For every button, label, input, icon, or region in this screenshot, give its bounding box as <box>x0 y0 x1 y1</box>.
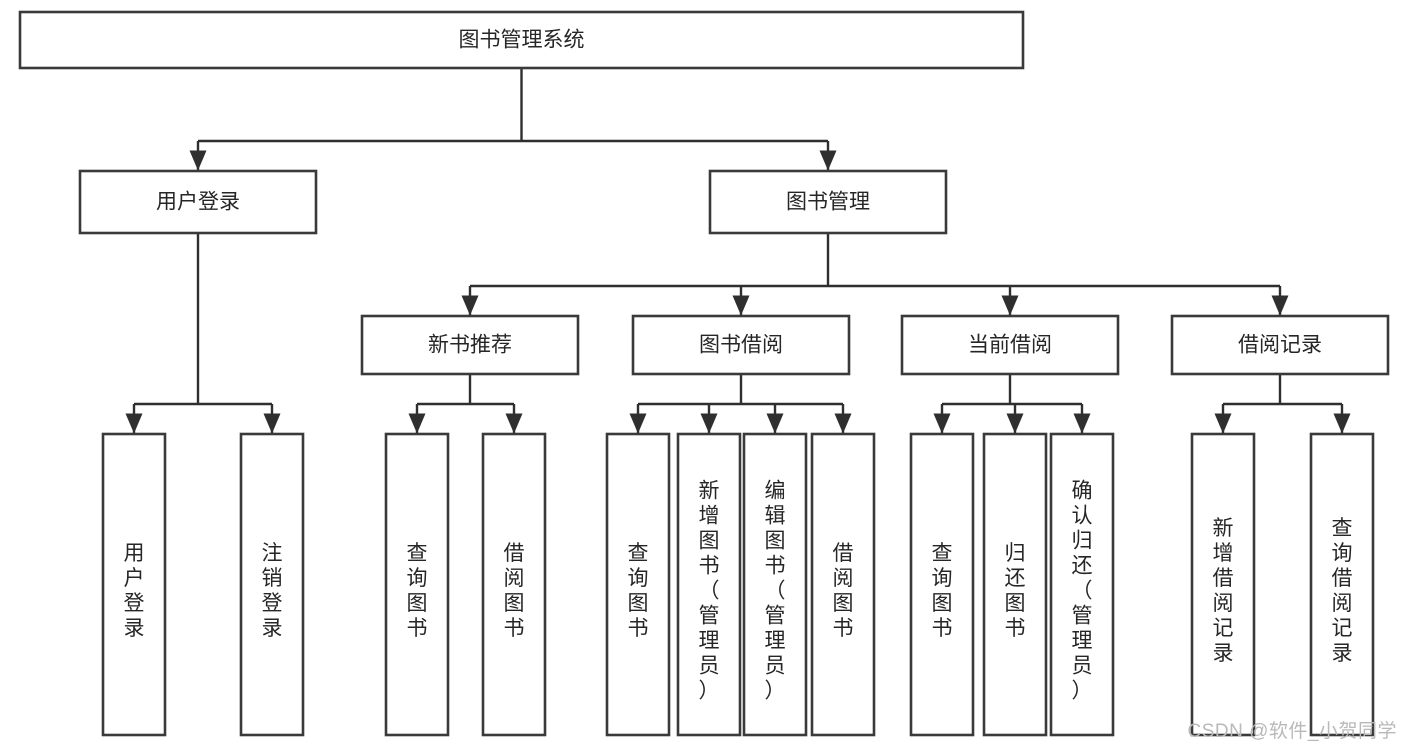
node-l3-new-1[interactable]: 查询图书 <box>384 432 450 737</box>
node-l3-cur-2[interactable]: 归还图书 <box>982 432 1048 737</box>
node-box[interactable] <box>481 432 547 737</box>
node-root[interactable]: 图书管理系统 <box>18 10 1025 70</box>
node-l3-new-2[interactable]: 借阅图书 <box>481 432 547 737</box>
arrow-head-icon <box>1073 413 1091 434</box>
node-l1-book[interactable]: 图书管理 <box>708 169 948 235</box>
node-l3-borrow-3[interactable]: 编辑图书（管理员） <box>742 432 808 737</box>
node-label: 用户登录 <box>124 542 145 640</box>
node-box[interactable] <box>742 432 808 737</box>
connector-group <box>408 374 523 434</box>
arrow-head-icon <box>125 413 143 434</box>
arrow-head-icon <box>1333 413 1351 434</box>
node-layer: 图书管理系统用户登录图书管理新书推荐图书借阅当前借阅借阅记录用户登录注销登录查询… <box>18 10 1390 737</box>
arrow-head-icon <box>189 150 207 171</box>
node-box[interactable] <box>360 314 580 376</box>
node-label: 当前借阅 <box>968 334 1052 357</box>
node-box[interactable] <box>78 169 318 235</box>
connector-group <box>189 68 837 171</box>
node-box[interactable] <box>1309 432 1375 737</box>
node-l3-login-1[interactable]: 用户登录 <box>101 432 167 737</box>
connector-group <box>1214 374 1351 434</box>
node-label: 新增图书（管理员） <box>699 479 720 702</box>
arrow-head-icon <box>505 413 523 434</box>
node-l3-rec-1[interactable]: 新增借阅记录 <box>1190 432 1256 737</box>
node-label: 用户登录 <box>156 191 240 214</box>
node-l2-record[interactable]: 借阅记录 <box>1170 314 1390 376</box>
node-l3-login-2[interactable]: 注销登录 <box>239 432 305 737</box>
node-l2-current[interactable]: 当前借阅 <box>900 314 1120 376</box>
node-box[interactable] <box>1049 432 1115 737</box>
node-label: 借阅记录 <box>1238 334 1322 357</box>
node-box[interactable] <box>384 432 450 737</box>
node-label: 确认归还（管理员） <box>1072 479 1093 702</box>
node-label: 编辑图书（管理员） <box>765 479 786 702</box>
node-box[interactable] <box>18 10 1025 70</box>
node-box[interactable] <box>605 432 671 737</box>
node-l1-login[interactable]: 用户登录 <box>78 169 318 235</box>
node-label: 查询图书 <box>628 542 649 640</box>
arrow-head-icon <box>834 413 852 434</box>
arrow-head-icon <box>819 150 837 171</box>
node-label: 查询图书 <box>407 542 428 640</box>
node-box[interactable] <box>708 169 948 235</box>
node-label: 借阅图书 <box>833 542 854 640</box>
node-label: 图书管理 <box>786 191 870 214</box>
node-label: 归还图书 <box>1005 542 1026 640</box>
arrow-head-icon <box>461 295 479 316</box>
node-label: 新增借阅记录 <box>1213 517 1234 665</box>
node-label: 图书管理系统 <box>459 29 585 52</box>
node-label: 借阅图书 <box>504 542 525 640</box>
connector-layer <box>125 68 1351 434</box>
node-label: 图书借阅 <box>699 334 783 357</box>
arrow-head-icon <box>629 413 647 434</box>
connector-group <box>933 374 1091 434</box>
arrow-head-icon <box>1006 413 1024 434</box>
connector-group <box>629 374 852 434</box>
arrow-head-icon <box>766 413 784 434</box>
node-l3-rec-2[interactable]: 查询借阅记录 <box>1309 432 1375 737</box>
connector-group <box>461 233 1289 316</box>
arrow-head-icon <box>1214 413 1232 434</box>
node-l3-cur-3[interactable]: 确认归还（管理员） <box>1049 432 1115 737</box>
arrow-head-icon <box>700 413 718 434</box>
node-box[interactable] <box>101 432 167 737</box>
node-label: 查询借阅记录 <box>1332 517 1353 665</box>
arrow-head-icon <box>1001 295 1019 316</box>
arrow-head-icon <box>408 413 426 434</box>
node-box[interactable] <box>810 432 876 737</box>
node-l3-borrow-1[interactable]: 查询图书 <box>605 432 671 737</box>
node-label: 注销登录 <box>262 542 283 640</box>
node-l2-new[interactable]: 新书推荐 <box>360 314 580 376</box>
node-l2-borrow[interactable]: 图书借阅 <box>631 314 851 376</box>
arrow-head-icon <box>732 295 750 316</box>
node-box[interactable] <box>631 314 851 376</box>
node-label: 新书推荐 <box>428 334 512 357</box>
connector-group <box>125 233 281 434</box>
node-box[interactable] <box>1190 432 1256 737</box>
node-label: 查询图书 <box>932 542 953 640</box>
node-box[interactable] <box>1170 314 1390 376</box>
node-box[interactable] <box>909 432 975 737</box>
arrow-head-icon <box>263 413 281 434</box>
node-box[interactable] <box>900 314 1120 376</box>
node-box[interactable] <box>676 432 742 737</box>
node-box[interactable] <box>239 432 305 737</box>
node-l3-borrow-2[interactable]: 新增图书（管理员） <box>676 432 742 737</box>
node-box[interactable] <box>982 432 1048 737</box>
arrow-head-icon <box>1271 295 1289 316</box>
node-l3-borrow-4[interactable]: 借阅图书 <box>810 432 876 737</box>
node-l3-cur-1[interactable]: 查询图书 <box>909 432 975 737</box>
arrow-head-icon <box>933 413 951 434</box>
